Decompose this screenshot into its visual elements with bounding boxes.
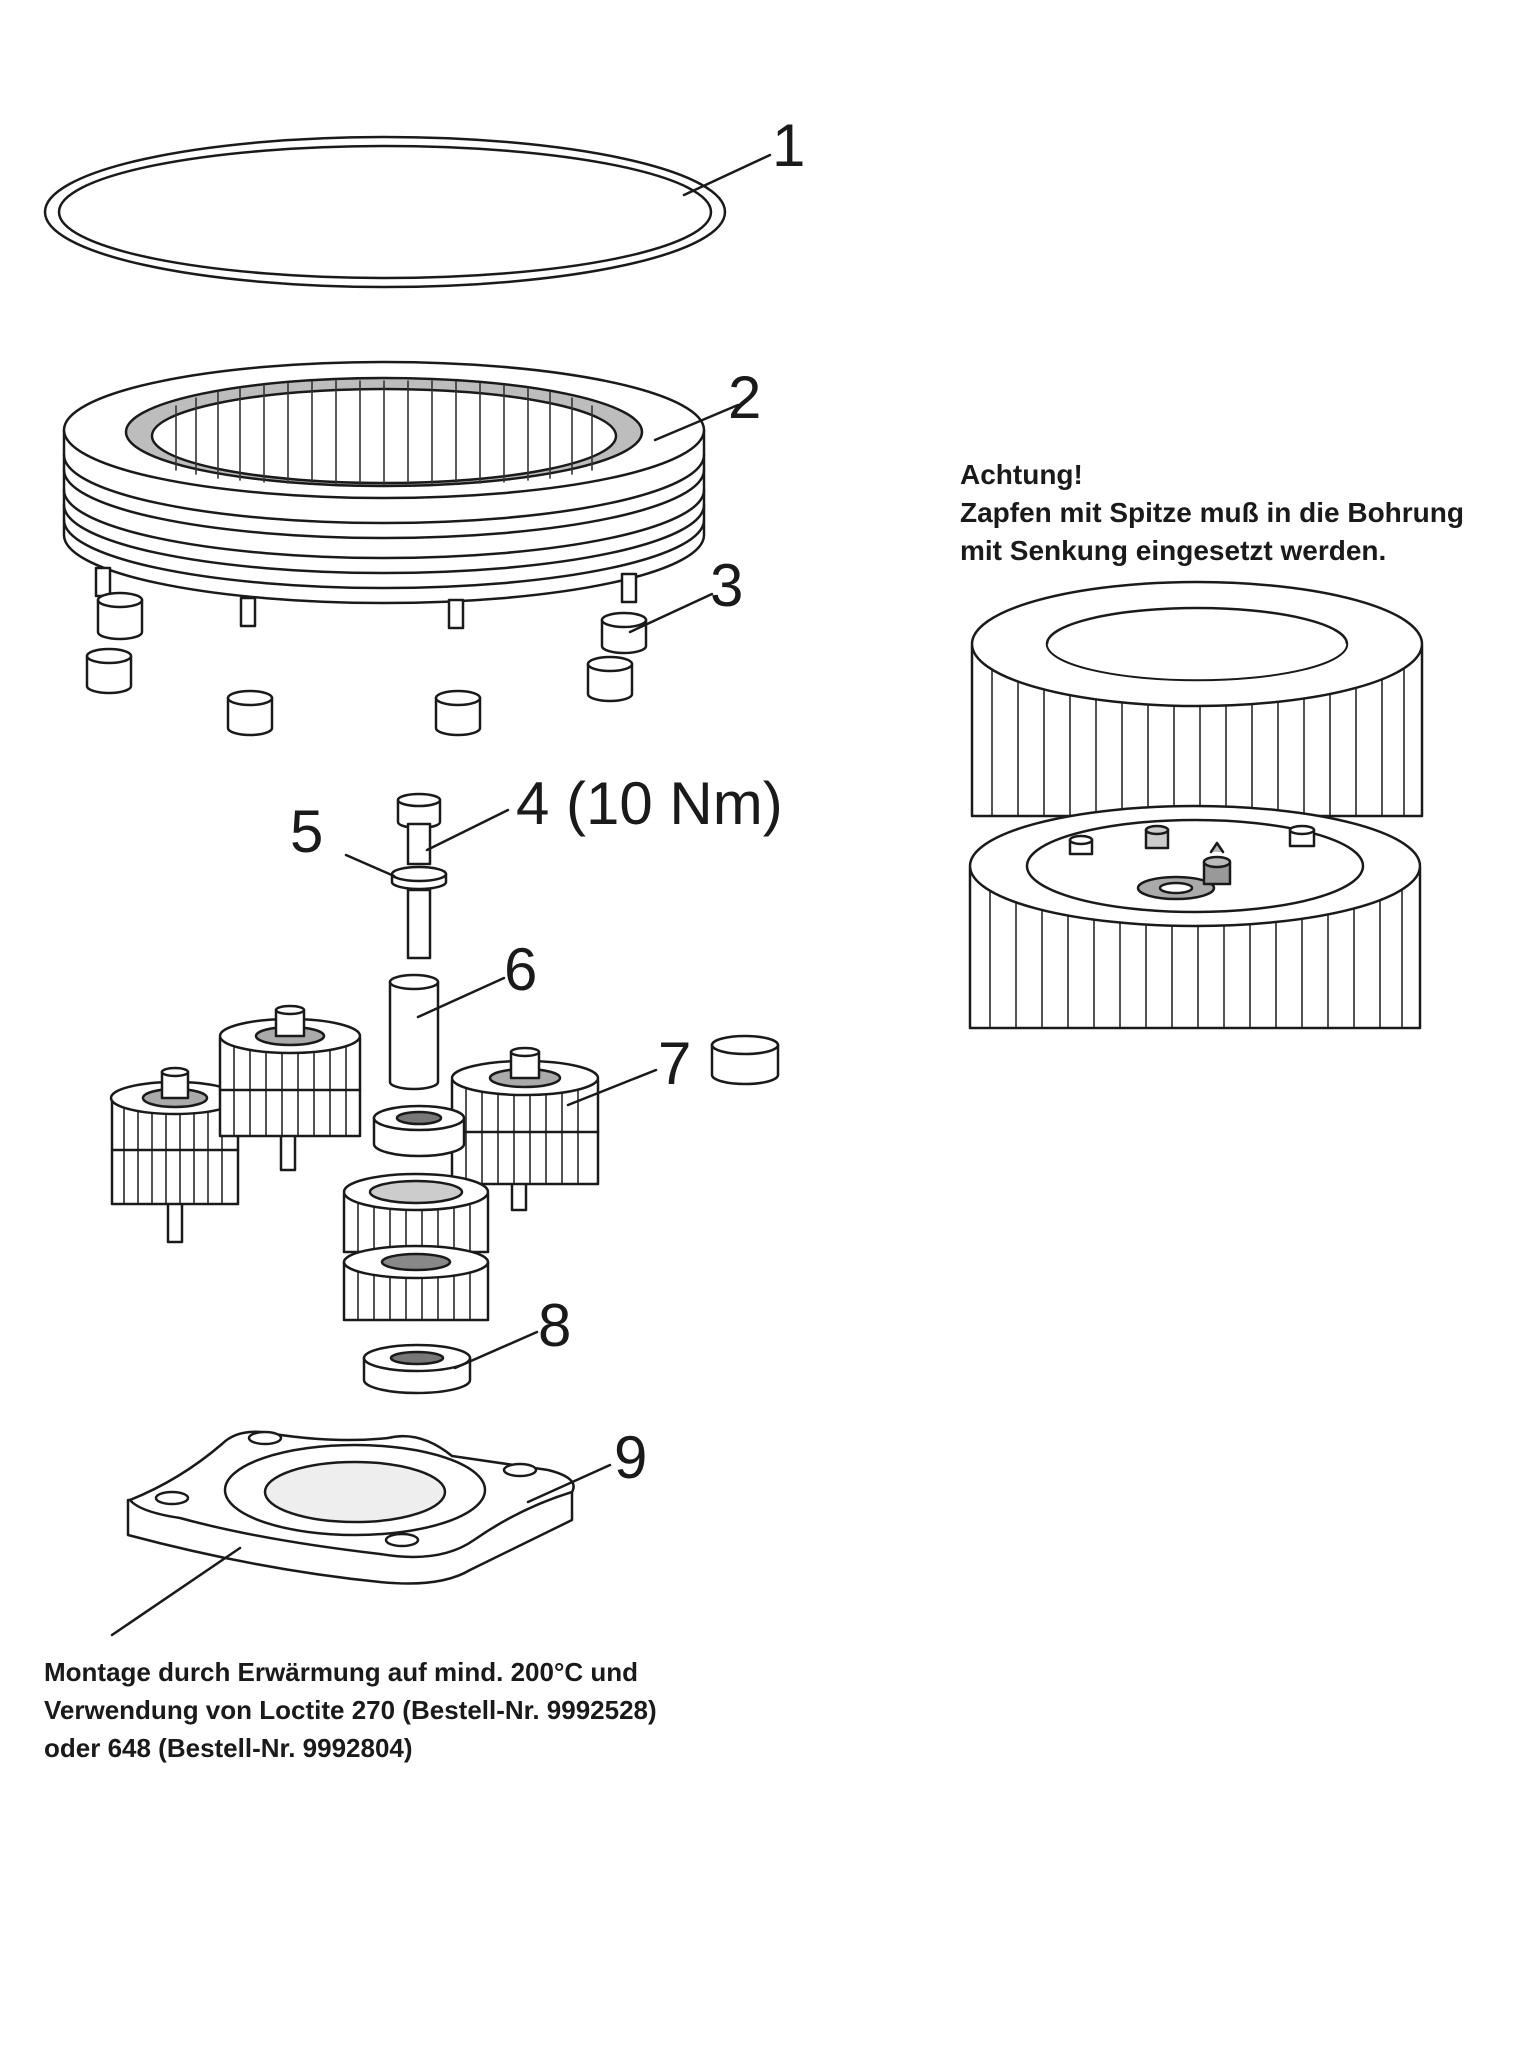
sleeve-part-6	[388, 973, 440, 1091]
detail-gear-lower	[968, 804, 1422, 1030]
washer-part-5	[390, 865, 448, 891]
callout-1: 1	[772, 112, 805, 179]
bolt-part-4	[396, 792, 442, 960]
planet-gear-center	[218, 1004, 362, 1172]
sun-gear-pair	[342, 1172, 490, 1322]
warning-line-2: Zapfen mit Spitze muß in die Bohrung	[960, 497, 1464, 528]
plug-part-7	[710, 1034, 780, 1086]
bearing-part-8	[362, 1343, 472, 1395]
leader-lines	[110, 153, 772, 1637]
warning-line-3: mit Senkung eingesetzt werden.	[960, 535, 1387, 566]
callout-6: 6	[504, 936, 537, 1003]
planet-gear-right	[450, 1046, 600, 1212]
warning-title: Achtung!	[960, 459, 1083, 490]
assembly-line-3: oder 648 (Bestell-Nr. 9992804)	[44, 1733, 413, 1763]
assembly-line-2: Verwendung von Loctite 270 (Bestell-Nr. …	[44, 1695, 657, 1725]
callout-7: 7	[658, 1030, 691, 1097]
assembly-line-1: Montage durch Erwärmung auf mind. 200°C …	[44, 1657, 639, 1687]
callout-9: 9	[614, 1424, 647, 1491]
sleeve	[96, 591, 144, 641]
carrier-part-9	[126, 1430, 575, 1585]
assembly-note: Montage durch Erwärmung auf mind. 200°C …	[44, 1653, 657, 1767]
callout-3: 3	[710, 552, 743, 619]
o-ring-part-1	[43, 135, 727, 289]
callout-5: 5	[290, 798, 323, 865]
detail-gear-upper	[970, 580, 1424, 818]
callout-4: 4 (10 Nm)	[516, 770, 783, 837]
warning-note: Achtung! Zapfen mit Spitze muß in die Bo…	[960, 456, 1464, 570]
planet-gear-left	[109, 1066, 241, 1244]
pins-part-3	[85, 566, 648, 737]
ring-gear-part-2	[62, 360, 706, 605]
bearing-upper	[372, 1104, 466, 1158]
callout-8: 8	[538, 1292, 571, 1359]
callout-2: 2	[728, 364, 761, 431]
